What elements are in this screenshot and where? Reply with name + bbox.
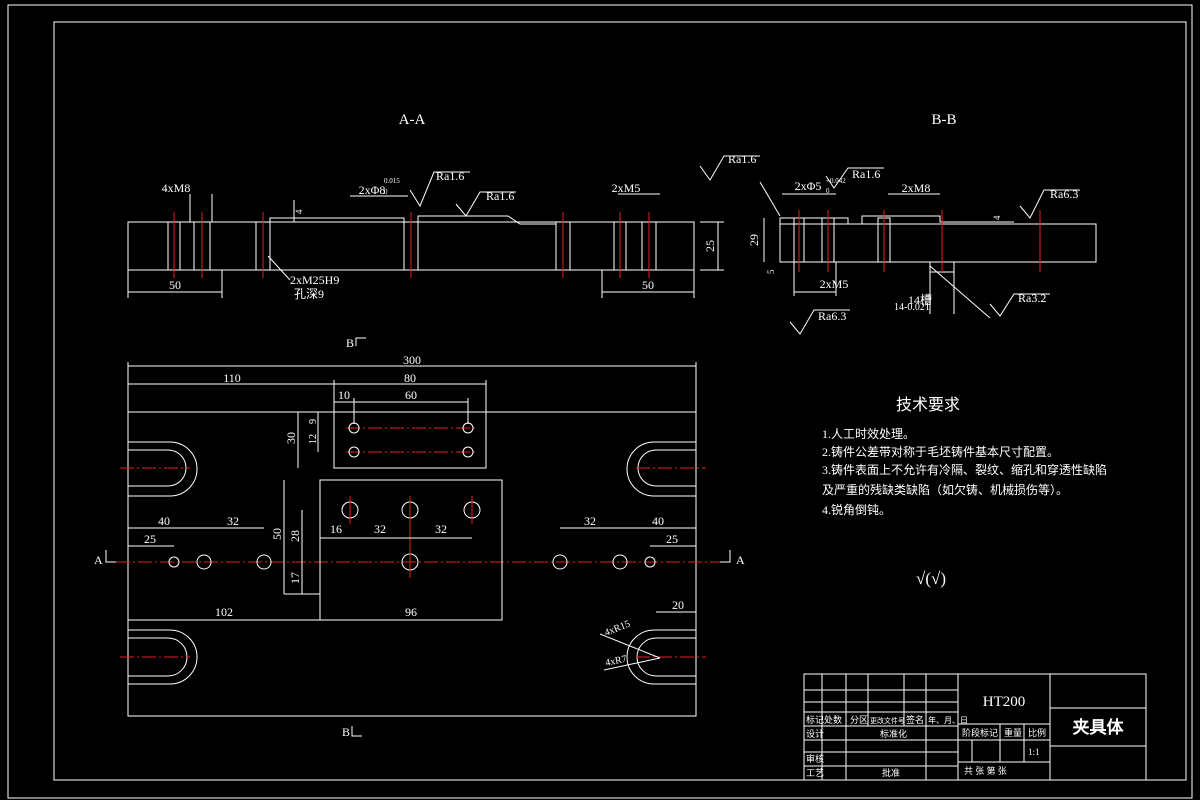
bb-roughness-right: Ra6.3	[1050, 187, 1078, 201]
plan-dim-10: 10	[338, 388, 350, 402]
plan-dim-25-right: 25	[666, 532, 678, 546]
outer-border	[7, 4, 1193, 799]
aa-dim-height: 25	[703, 240, 717, 252]
aa-hole-cuts	[167, 221, 657, 271]
bb-dim-bottom-holes: 2xM5	[820, 277, 849, 291]
plan-dim-110: 110	[223, 371, 241, 385]
bb-dim-small: 5	[766, 269, 776, 274]
bb-dim-depth: 4	[992, 215, 1002, 220]
tb-sheets: 共 张 第 张	[964, 765, 1007, 776]
bb-dim-slot-tol: 14-0.021	[894, 302, 930, 313]
plan-dim-20: 20	[672, 598, 684, 612]
plan-dim-32a: 32	[374, 522, 386, 536]
plan-dim-40-left: 40	[158, 514, 170, 528]
aa-dim-holes-right: 2xM5	[612, 181, 641, 195]
tech-req-title: 技术要求	[896, 396, 960, 414]
material: HT200	[983, 694, 1026, 710]
plan-dim-16: 16	[330, 522, 342, 536]
aa-roughness-2: Ra1.6	[486, 189, 514, 203]
bb-dim-holes-right: 2xM8	[902, 181, 931, 195]
tb-label-mark: 标记	[806, 714, 824, 725]
aa-dim-bottom-depth: 孔深9	[294, 287, 324, 301]
aa-dim-len-right: 50	[642, 278, 654, 292]
plan-dim-102: 102	[215, 605, 233, 619]
tb-label-change: 更改文件号	[870, 716, 905, 725]
tb-label-stage: 阶段标记	[962, 727, 998, 738]
bb-roughness-bottom-left: Ra6.3	[818, 309, 846, 323]
plan-dim-96: 96	[405, 605, 417, 619]
plan-dim-40-right: 40	[652, 514, 664, 528]
mark-a-left: A	[94, 553, 103, 567]
section-bb: B-B 2xΦ5 +0.042 0 2xM8 29 5 4 2xM5 14槽 1…	[699, 112, 1097, 335]
bb-dim-bushing: 2xΦ5	[795, 179, 822, 193]
tech-req-item-3-cont: 及严重的残缺类缺陷（如欠铸、机械损伤等）。	[822, 482, 1068, 497]
tech-req-item-3: 3.铸件表面上不允许有冷隔、裂纹、缩孔和穿透性缺陷	[822, 462, 1107, 477]
tech-req-item-4: 4.锐角倒钝。	[822, 503, 891, 517]
plan-dim-60: 60	[405, 388, 417, 402]
aa-tol-top: 0.015	[384, 177, 400, 185]
roughness-symbol: √(√)	[916, 569, 946, 588]
aa-dim-holes-left: 4xM8	[162, 181, 191, 195]
bb-roughness-mid: Ra1.6	[852, 167, 880, 181]
plan-dim-r15: 4xR15	[603, 619, 632, 639]
tb-label-process: 工艺	[806, 768, 824, 778]
tb-label-count: 处数	[824, 714, 842, 725]
plan-dim-80: 80	[404, 371, 416, 385]
plan-dim-25-left: 25	[144, 532, 156, 546]
plan-dim-17: 17	[288, 572, 302, 584]
aa-dim-depth: 4	[294, 209, 304, 214]
plan-dim-32b: 32	[435, 522, 447, 536]
tb-label-approve: 批准	[882, 767, 900, 778]
plan-dim-total: 300	[403, 353, 421, 367]
tb-label-sign: 签名	[906, 714, 924, 725]
section-bb-title: B-B	[931, 112, 956, 128]
tb-label-weight: 重量	[1004, 727, 1022, 738]
plan-dim-r7: 4xR7	[604, 654, 627, 669]
section-aa: A-A 4xM8 2xΦ8 0.015 0 2xM5 4	[127, 112, 724, 301]
part-name: 夹具体	[1073, 717, 1125, 737]
plan-dim-32-left: 32	[227, 514, 239, 528]
aa-dim-bottom-holes: 2xM25H9	[290, 273, 339, 287]
plan-dim-30: 30	[284, 432, 298, 444]
plan-dim-12: 12	[308, 434, 319, 444]
bb-roughness-bottom-right: Ra3.2	[1018, 291, 1046, 305]
tb-label-review: 审核	[806, 753, 824, 764]
tech-req-item-1: 1.人工时效处理。	[822, 426, 915, 441]
aa-dim-len-left: 50	[169, 278, 181, 292]
plan-dim-50: 50	[270, 528, 284, 540]
plan-dim-32-right: 32	[584, 514, 596, 528]
bb-tol-bot: 0	[826, 187, 830, 195]
mark-b-top: B	[346, 336, 354, 350]
tb-label-zone: 分区	[850, 715, 868, 725]
u-slots	[120, 441, 706, 685]
plan-dim-28: 28	[288, 530, 302, 542]
section-aa-title: A-A	[399, 112, 426, 128]
title-block: HT200 夹具体 标记 处数 分区 更改文件号 签名 年、月、日 设计 标准化…	[803, 673, 1147, 781]
aa-dim-bushing: 2xΦ8	[359, 183, 386, 197]
tb-label-scale: 比例	[1028, 727, 1046, 738]
bb-dim-slot: 14槽	[908, 293, 932, 307]
bb-dim-height: 29	[747, 234, 761, 246]
mark-b-bottom: B	[342, 725, 350, 739]
bb-roughness-left: Ra1.6	[728, 152, 756, 166]
aa-roughness-1: Ra1.6	[436, 169, 464, 183]
tb-label-standard: 标准化	[880, 728, 907, 739]
tb-label-design: 设计	[806, 728, 824, 739]
plan-view: B B A A	[94, 336, 745, 739]
bb-tol: +0.042	[826, 177, 846, 185]
inner-border	[53, 21, 1187, 781]
tech-req-item-2: 2.铸件公差带对称于毛坯铸件基本尺寸配置。	[822, 444, 1059, 459]
tech-requirements: 技术要求 1.人工时效处理。 2.铸件公差带对称于毛坯铸件基本尺寸配置。 3.铸…	[822, 396, 1107, 588]
tb-scale-value: 1:1	[1028, 747, 1040, 757]
aa-tol-bot: 0	[384, 188, 388, 196]
plan-dim-9: 9	[308, 419, 319, 424]
tb-label-date: 年、月、日	[928, 715, 968, 725]
mark-a-right: A	[736, 553, 745, 567]
